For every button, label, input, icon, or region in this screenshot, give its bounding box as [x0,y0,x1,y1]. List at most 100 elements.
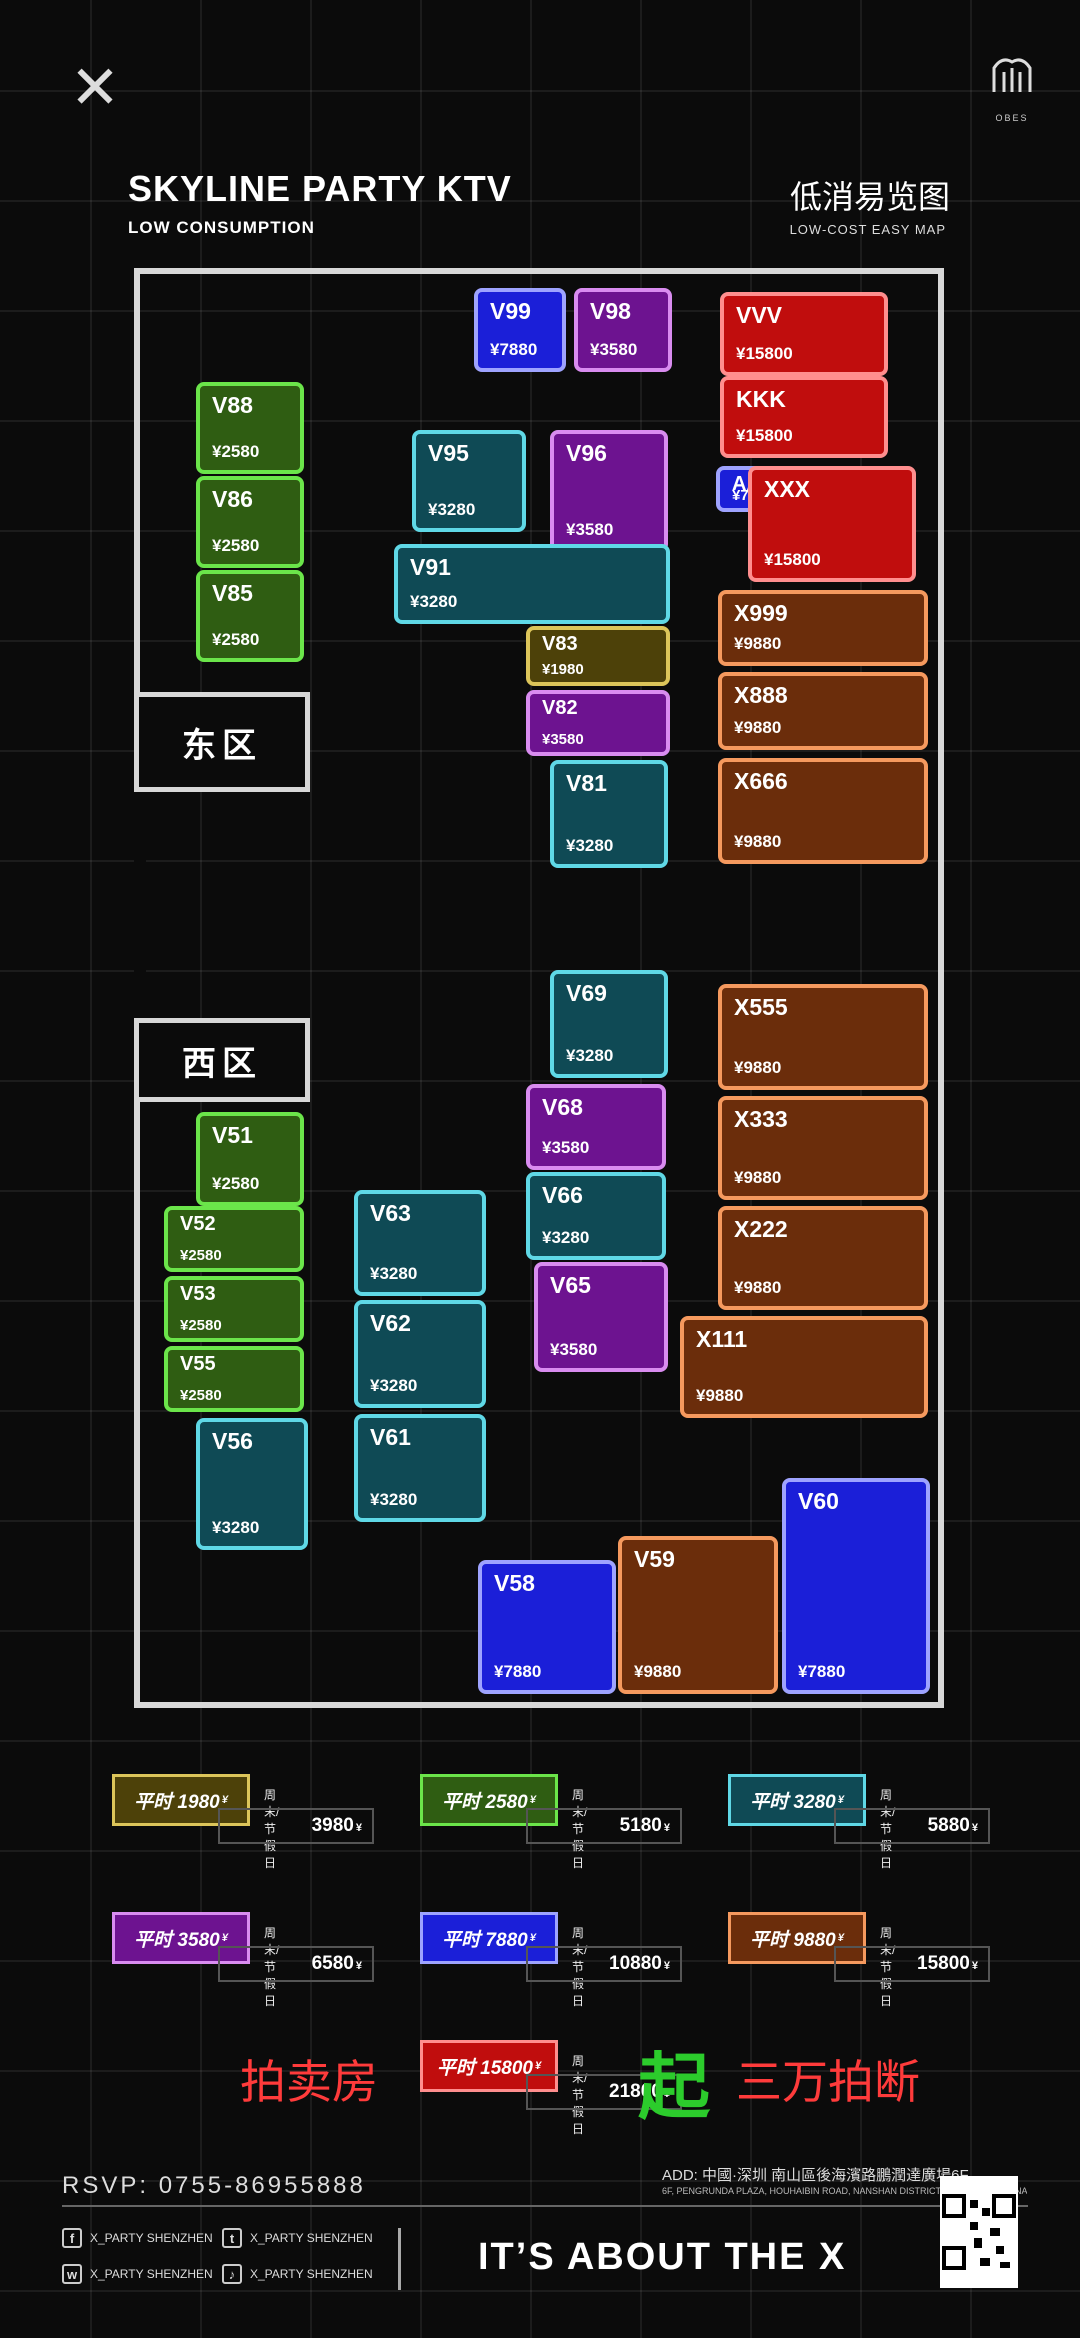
room-name: V86 [212,486,253,512]
room-v63[interactable]: V63¥3280 [354,1190,486,1296]
legend-weekend-price: 6580¥ [218,1946,374,1982]
room-v86[interactable]: V86¥2580 [196,476,304,568]
room-v85[interactable]: V85¥2580 [196,570,304,662]
room-price: ¥9880 [734,1168,782,1187]
room-vvv[interactable]: VVV¥15800 [720,292,888,376]
social-handle: X_PARTY SHENZHEN [90,2267,213,2281]
room-v91[interactable]: V91¥3280 [394,544,670,624]
auction-text-2: 起 [638,2045,711,2129]
room-name: X555 [734,994,788,1020]
room-name: V82 [542,697,578,719]
legend-weekend-price: 5180¥ [526,1808,682,1844]
room-v58[interactable]: V58¥7880 [478,1560,616,1694]
room-x555[interactable]: X555¥9880 [718,984,928,1090]
room-x888[interactable]: X888¥9880 [718,672,928,750]
room-v62[interactable]: V62¥3280 [354,1300,486,1408]
room-v61[interactable]: V61¥3280 [354,1414,486,1522]
legend-normal-price: 平时 9880¥ [728,1912,866,1964]
room-name: V51 [212,1122,253,1148]
building-logo-text: OBES [995,113,1029,123]
room-v98[interactable]: V98¥3580 [574,288,672,372]
legend-normal-text: 平时 7880 [442,1929,528,1951]
social-weibo[interactable]: w X_PARTY SHENZHEN [62,2264,213,2284]
room-v66[interactable]: V66¥3280 [526,1172,666,1260]
room-name: V58 [494,1570,535,1596]
legend-weekend-text: 5180 [619,1815,662,1836]
legend-normal-text: 平时 3280 [750,1791,836,1813]
zone-east-label: 东区 [134,692,310,792]
legend-weekend-text: 15800 [917,1953,970,1974]
legend-normal-price: 平时 3580¥ [112,1912,250,1964]
room-v52[interactable]: V52¥2580 [164,1206,304,1272]
facebook-icon: f [62,2228,82,2248]
room-v55[interactable]: V55 ¥2580 [164,1346,304,1412]
room-name: X999 [734,600,788,626]
room-v95[interactable]: V95¥3280 [412,430,526,532]
room-v56[interactable]: V56¥3280 [196,1418,308,1550]
room-xxx[interactable]: XXX¥15800 [748,466,916,582]
currency-mark: ¥ [535,2060,542,2072]
map-title-cn: 低消易览图 [789,178,950,216]
room-x333[interactable]: X333 ¥9880 [718,1096,928,1200]
room-name: V99 [490,298,531,324]
room-v69[interactable]: V69¥3280 [550,970,668,1078]
room-v51[interactable]: V51¥2580 [196,1112,304,1206]
room-v88[interactable]: V88¥2580 [196,382,304,474]
room-v83[interactable]: V83¥1980 [526,626,670,686]
address-en: 6F, PENGRUNDA PLAZA, HOUHAIBIN ROAD, NAN… [662,2186,1027,2196]
social-facebook[interactable]: f X_PARTY SHENZHEN [62,2228,213,2248]
room-price: ¥9880 [696,1386,744,1405]
room-price: ¥15800 [736,426,793,445]
room-v53[interactable]: V53¥2580 [164,1276,304,1342]
room-kkk[interactable]: KKK¥15800 [720,376,888,458]
room-v65[interactable]: V65¥3580 [534,1262,668,1372]
room-name: V61 [370,1424,411,1450]
room-x111[interactable]: X111¥9880 [680,1316,928,1418]
currency-mark: ¥ [529,1794,536,1806]
room-price: ¥3580 [566,520,614,539]
building-logo-icon: OBES [982,48,1042,123]
room-price: ¥3580 [590,340,638,359]
room-x666[interactable]: X666¥9880 [718,758,928,864]
room-price: ¥9880 [734,1278,782,1297]
room-name: V55 [180,1353,216,1375]
currency-mark: ¥ [221,1932,228,1944]
room-x999[interactable]: X999¥9880 [718,590,928,666]
rsvp-phone[interactable]: RSVP: 0755-86955888 [62,2172,366,2199]
room-name: V68 [542,1094,583,1120]
qr-code[interactable] [940,2176,1018,2288]
room-name: V66 [542,1182,583,1208]
room-v59[interactable]: V59¥9880 [618,1536,778,1694]
currency-mark: ¥ [837,1794,844,1806]
legend-weekend-label: 周末/节假日 [880,1788,896,1870]
room-price: ¥2580 [180,1387,222,1404]
room-price: ¥2580 [212,442,260,461]
legend-weekend-label: 周末/节假日 [572,2054,588,2136]
legend-normal-price: 平时 15800¥ [420,2040,558,2092]
room-v60[interactable]: V60¥7880 [782,1478,930,1694]
room-v99[interactable]: V99¥7880 [474,288,566,372]
social-twitter[interactable]: t X_PARTY SHENZHEN [222,2228,373,2248]
address-cn: ADD: 中國·深圳 南山區後海濱路鵬潤達廣場6F [662,2167,969,2184]
currency-mark: ¥ [971,1822,978,1834]
room-v68[interactable]: V68¥3580 [526,1084,666,1170]
legend-normal-price: 平时 1980¥ [112,1774,250,1826]
room-name: V52 [180,1213,216,1235]
room-v96[interactable]: V96¥3580 [550,430,668,552]
room-v82[interactable]: V82¥3580 [526,690,670,756]
room-price: ¥2580 [212,630,260,649]
social-tiktok[interactable]: ♪ X_PARTY SHENZHEN [222,2264,373,2284]
legend-normal-text: 平时 1980 [134,1791,220,1813]
legend-weekend-price: 10880¥ [526,1946,682,1982]
legend-weekend-label: 周末/节假日 [264,1788,280,1870]
legend-weekend-price: 21800¥ [526,2074,682,2110]
map-title-en: LOW-COST EASY MAP [789,222,946,237]
zone-west-label: 西区 [134,1018,310,1102]
room-v81[interactable]: V81¥3280 [550,760,668,868]
room-price: ¥3580 [550,1340,598,1359]
currency-mark: ¥ [355,1822,362,1834]
social-handle: X_PARTY SHENZHEN [250,2267,373,2281]
room-name: V81 [566,770,607,796]
room-name: X333 [734,1106,788,1132]
room-x222[interactable]: X222¥9880 [718,1206,928,1310]
